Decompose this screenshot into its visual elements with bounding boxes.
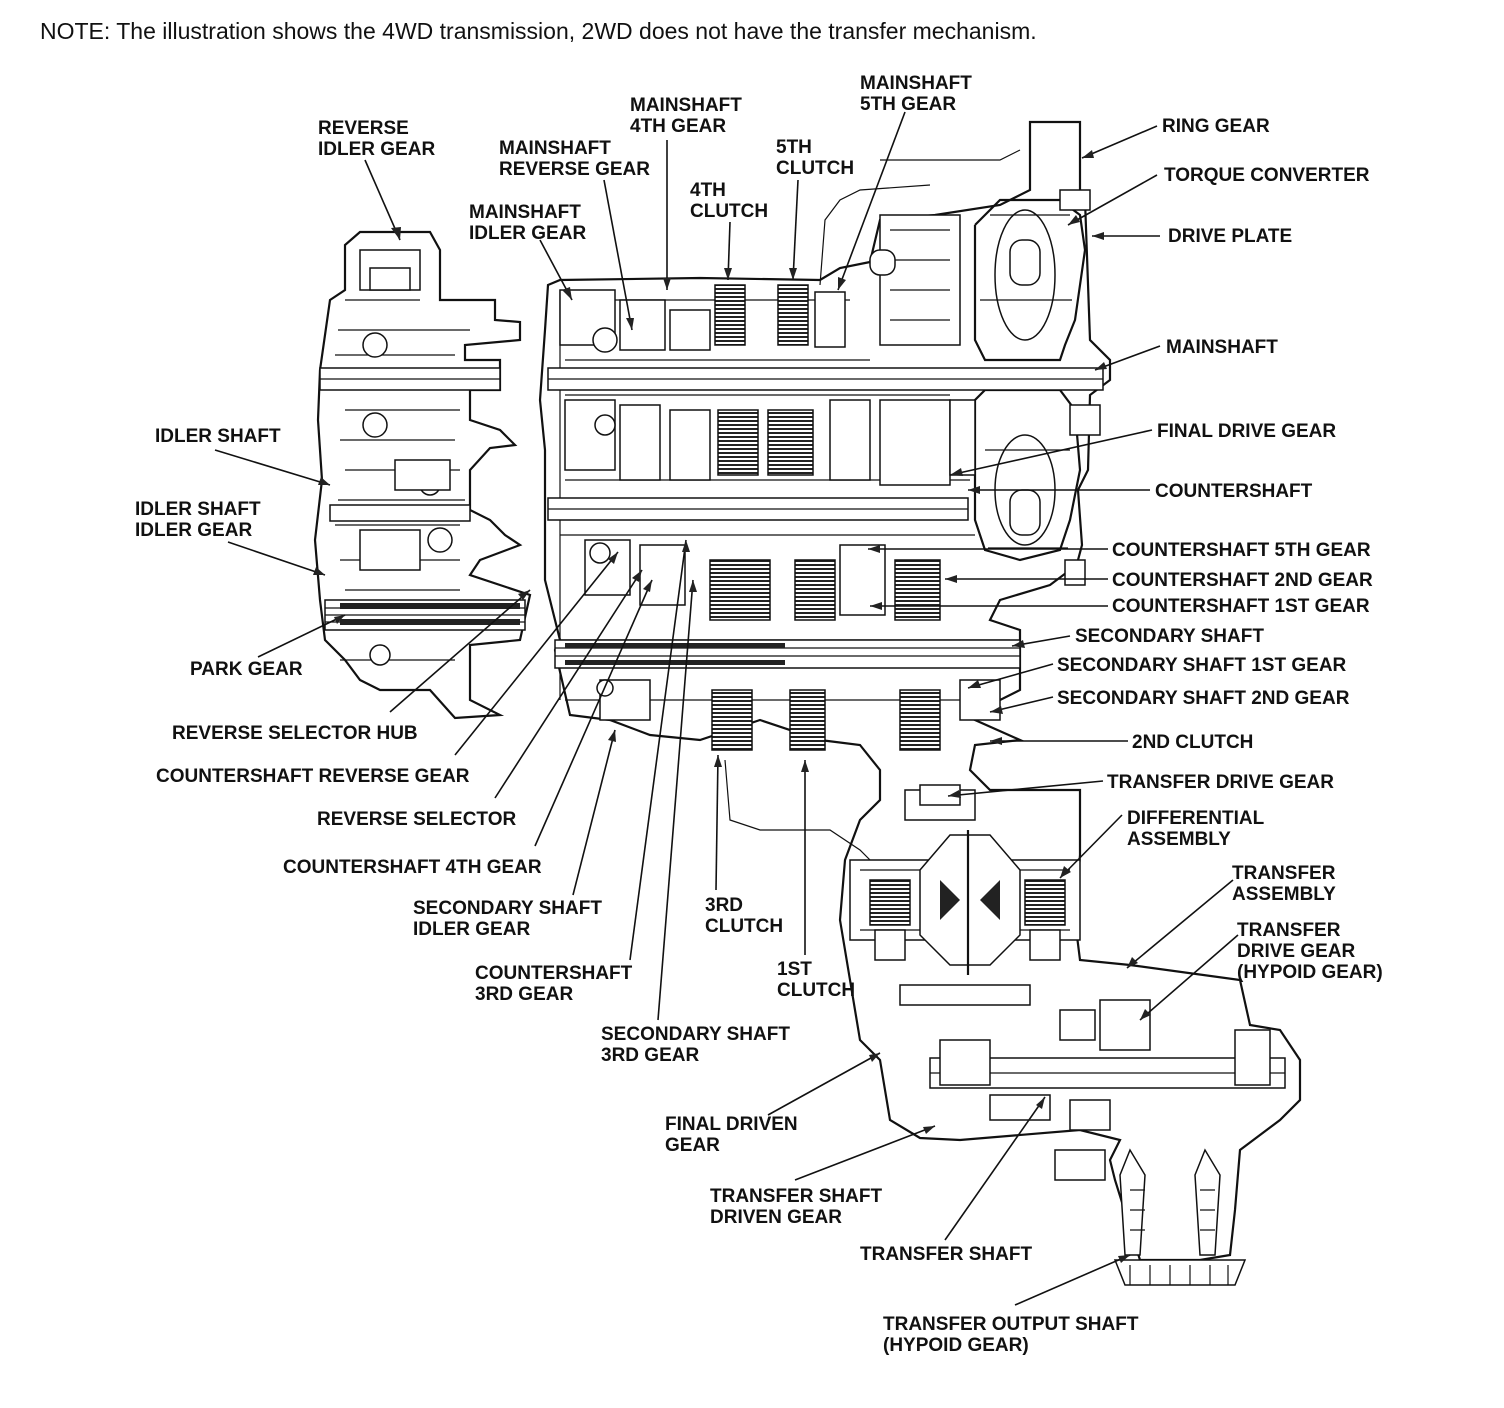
label-countershaft-1st-gear: COUNTERSHAFT 1ST GEAR [1112,596,1370,617]
label-park-gear: PARK GEAR [190,659,303,680]
idler-shafts [319,367,526,631]
label-countershaft-4th-gear: COUNTERSHAFT 4TH GEAR [283,857,542,878]
label-transfer-output-shaft: TRANSFER OUTPUT SHAFT(HYPOID GEAR) [883,1314,1139,1356]
countershaft-assembly [547,399,976,521]
mainshaft-assembly [547,214,1104,391]
label-reverse-selector: REVERSE SELECTOR [317,809,516,830]
secondary-shaft-assembly [554,539,1021,751]
label-final-drive-gear: FINAL DRIVE GEAR [1157,421,1336,442]
label-2nd-clutch: 2ND CLUTCH [1132,732,1253,753]
label-transfer-drive-gear: TRANSFER DRIVE GEAR [1107,772,1334,793]
label-secondary-shaft-1st-gear: SECONDARY SHAFT 1ST GEAR [1057,655,1347,676]
label-ring-gear: RING GEAR [1162,116,1270,137]
transmission-drawing [313,120,1302,1286]
idler-housing [313,230,532,720]
arrowheads [313,150,1151,1263]
differential [849,784,1081,1006]
diagram-note: NOTE: The illustration shows the 4WD tra… [40,18,1037,44]
label-torque-converter: TORQUE CONVERTER [1164,165,1370,186]
label-secondary-shaft: SECONDARY SHAFT [1075,626,1264,647]
label-idler-shaft: IDLER SHAFT [155,426,281,447]
label-secondary-shaft-2nd-gear: SECONDARY SHAFT 2ND GEAR [1057,688,1350,709]
label-countershaft-2nd-gear: COUNTERSHAFT 2ND GEAR [1112,570,1373,591]
label-mainshaft: MAINSHAFT [1166,337,1278,358]
transfer-mechanism [929,999,1286,1286]
label-drive-plate: DRIVE PLATE [1168,226,1292,247]
label-reverse-selector-hub: REVERSE SELECTOR HUB [172,723,418,744]
label-countershaft-reverse-gear: COUNTERSHAFT REVERSE GEAR [156,766,470,787]
label-transfer-shaft: TRANSFER SHAFT [860,1244,1032,1265]
label-countershaft-5th-gear: COUNTERSHAFT 5TH GEAR [1112,540,1371,561]
label-countershaft: COUNTERSHAFT [1155,481,1313,502]
